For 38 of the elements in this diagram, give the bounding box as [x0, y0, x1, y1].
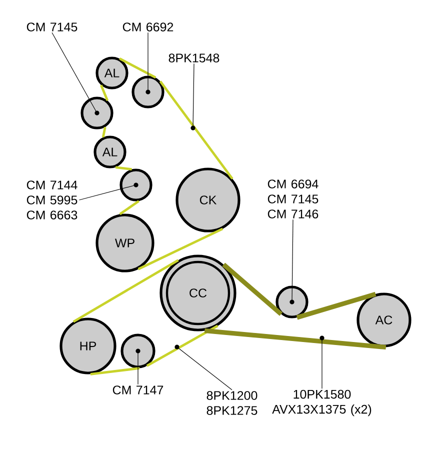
- belt: [100, 84, 109, 101]
- leader-line: [192, 63, 194, 128]
- pulley: AC: [356, 292, 412, 348]
- leader-line: [292, 219, 294, 302]
- idler-pulley: [120, 334, 156, 368]
- part-number-label: 8PK1548: [168, 54, 220, 62]
- part-number-label: CM 7144 CM 5995 CM 6663: [26, 180, 78, 220]
- idler-pulley: [132, 76, 164, 108]
- idler-pulley: [80, 96, 114, 130]
- belt: [146, 324, 218, 367]
- belt: [159, 80, 234, 180]
- leader-line: [52, 32, 98, 114]
- pulley: AL: [94, 136, 126, 168]
- pulley: CC: [160, 254, 236, 332]
- idler-pulley: [120, 168, 152, 202]
- part-number-label: 8PK1200 8PK1275: [206, 391, 258, 415]
- pulley: AL: [96, 56, 128, 90]
- part-number-label: CM 7147: [112, 386, 164, 394]
- belt: [204, 328, 386, 350]
- belt: [296, 292, 376, 320]
- part-number-label: CM 6694 CM 7145 CM 7146: [268, 180, 318, 218]
- pulley: HP: [60, 318, 116, 374]
- idler-pulley: [276, 286, 308, 318]
- part-number-label: CM 6692: [122, 22, 174, 32]
- belt: [119, 200, 140, 216]
- belt: [222, 262, 283, 316]
- belt: [138, 228, 224, 270]
- part-number-label: CM 7145: [26, 22, 78, 32]
- belt: [119, 58, 156, 79]
- pulley: WP: [96, 214, 154, 272]
- belt: [72, 259, 179, 323]
- belt: [90, 367, 140, 376]
- part-number-label: 10PK1580 AVX13X1375 (x2): [272, 390, 372, 416]
- pulley: CK: [176, 168, 240, 232]
- belt: [102, 126, 106, 138]
- belt: [115, 166, 132, 170]
- leader-line: [78, 184, 136, 200]
- leader-line: [176, 346, 232, 390]
